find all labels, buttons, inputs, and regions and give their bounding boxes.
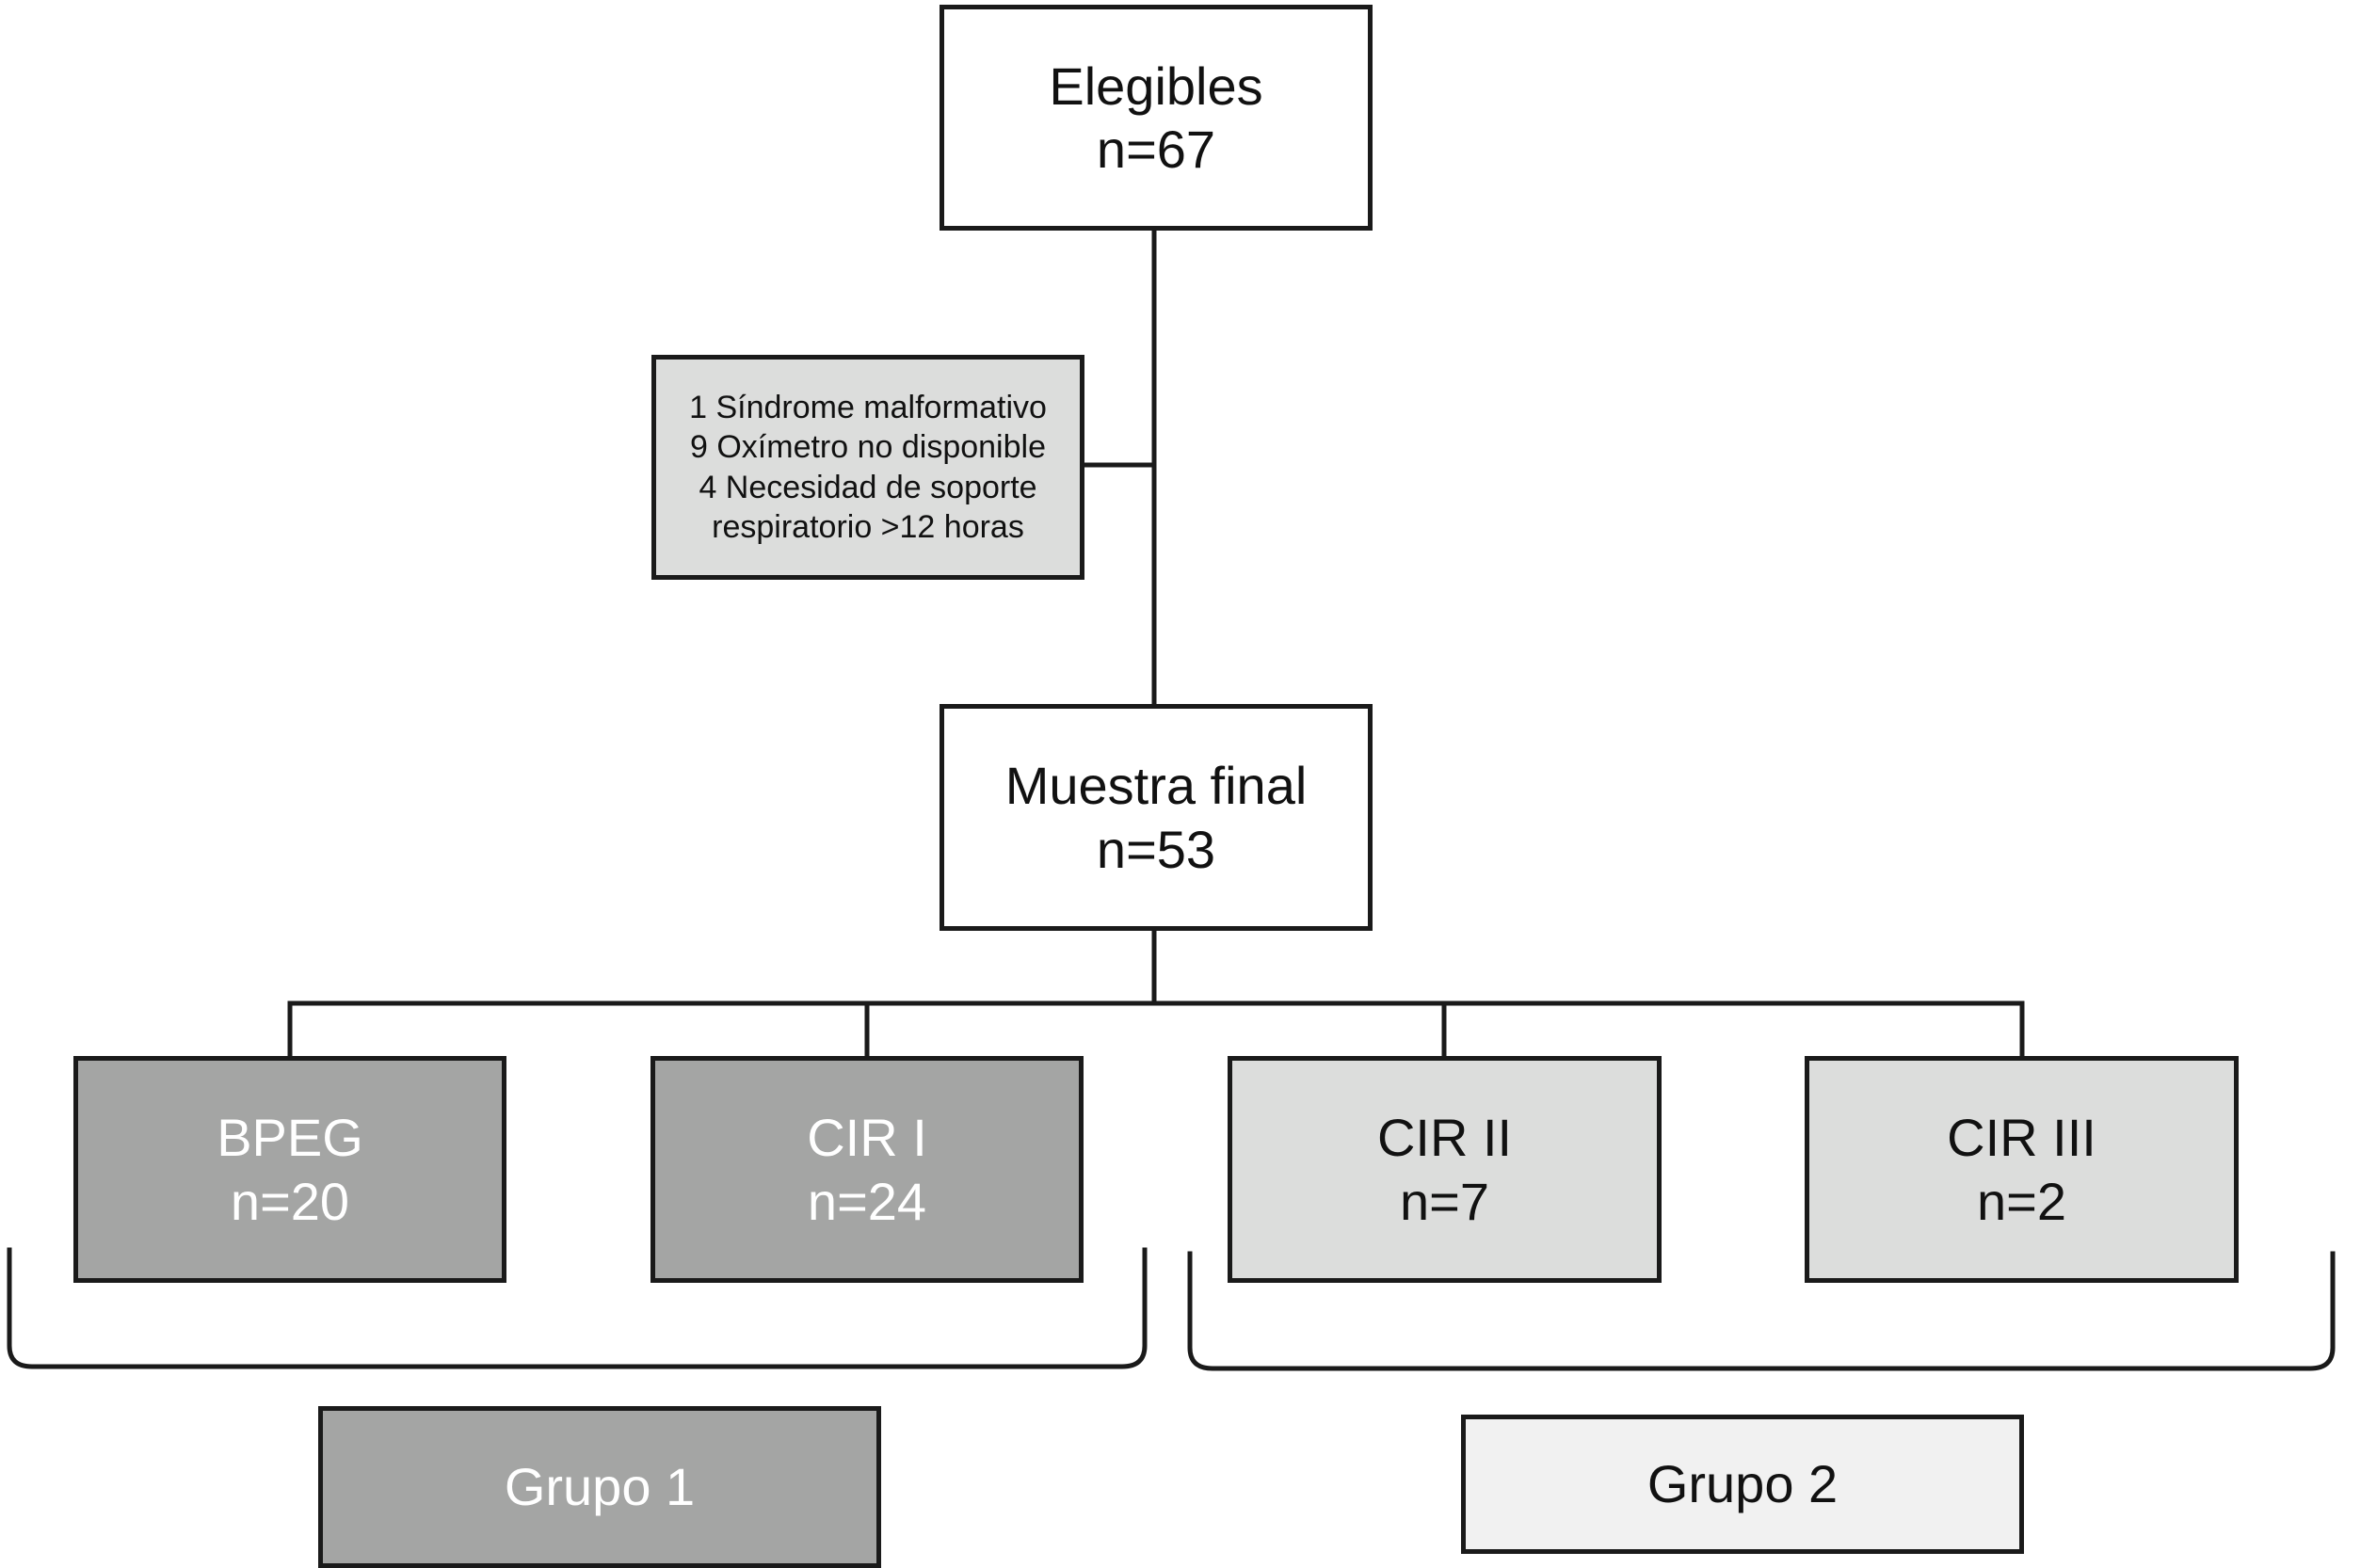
final-sample-box: Muestra final n=53 <box>940 704 1373 931</box>
cir3-box: CIR III n=2 <box>1805 1056 2239 1283</box>
cir1-box: CIR I n=24 <box>650 1056 1084 1283</box>
exclusion-line-1: 1 Síndrome malformativo <box>689 389 1047 425</box>
eligible-count: n=67 <box>1096 120 1216 179</box>
eligible-title: Elegibles <box>1049 56 1263 116</box>
group2-box: Grupo 2 <box>1461 1415 2024 1554</box>
exclusion-line-4: respiratorio >12 horas <box>712 509 1024 545</box>
bpeg-title: BPEG <box>217 1108 363 1168</box>
cir2-title: CIR II <box>1376 1108 1513 1168</box>
cir1-count: n=24 <box>807 1171 927 1231</box>
group1-box: Grupo 1 <box>318 1406 881 1568</box>
cir3-count: n=2 <box>1977 1171 2066 1231</box>
group1-bracket <box>7 1247 1148 1369</box>
group2-bracket <box>1187 1251 2336 1371</box>
final-sample-title: Muestra final <box>1004 756 1308 816</box>
group1-label: Grupo 1 <box>504 1457 696 1517</box>
exclusion-line-2: 9 Oxímetro no disponible <box>690 429 1046 465</box>
bpeg-box: BPEG n=20 <box>73 1056 506 1283</box>
final-sample-count: n=53 <box>1096 819 1216 879</box>
cir2-box: CIR II n=7 <box>1228 1056 1662 1283</box>
eligible-box: Elegibles n=67 <box>940 5 1373 231</box>
cir3-title: CIR III <box>1947 1108 2096 1168</box>
exclusion-line-3: 4 Necesidad de soporte <box>699 469 1037 505</box>
bpeg-count: n=20 <box>230 1171 350 1231</box>
group2-label: Grupo 2 <box>1646 1454 1839 1514</box>
cir1-title: CIR I <box>807 1108 927 1168</box>
exclusions-box: 1 Síndrome malformativo 9 Oxímetro no di… <box>651 355 1084 580</box>
cir2-count: n=7 <box>1400 1171 1489 1231</box>
